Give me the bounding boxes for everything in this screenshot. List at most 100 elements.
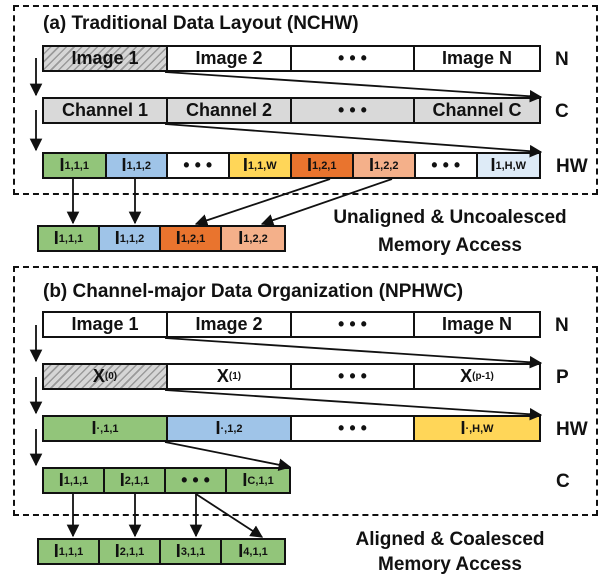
access-b-1-main: I — [53, 541, 59, 561]
panel-b-p-label: P — [556, 367, 569, 388]
panel-a-caption-line1: Unaligned & Uncoalesced — [333, 207, 567, 228]
b-channel-ellipsis-cell: • • • — [166, 469, 228, 492]
pixel-1-2-1-main: I — [307, 155, 313, 175]
image-n-cell: Image N — [415, 47, 539, 70]
image-ellipsis-cell: • • • — [292, 47, 416, 70]
partition-1-main: X — [216, 366, 229, 386]
pixel-1-1-w-main: I — [242, 155, 248, 175]
b-channel-c-sub: C,1,1 — [247, 474, 274, 487]
access-b-3-sub: 3,1,1 — [180, 545, 206, 558]
channel-c-cell: Channel C — [415, 99, 539, 122]
access-a-1-sub: 1,1,1 — [58, 232, 84, 245]
channel-1-label: Channel 1 — [61, 100, 149, 120]
access-a-3-main: I — [175, 228, 181, 248]
hw-ellipsis-2-main: • • • — [431, 155, 461, 175]
channel-2-cell: Channel 2 — [168, 99, 292, 122]
b-channel-2-main: I — [119, 470, 125, 490]
b-channel-1-main: I — [58, 470, 64, 490]
partition-0-main: X — [92, 366, 105, 386]
access-b-4-main: I — [238, 541, 244, 561]
pixel-1-h-w-sub: 1,H,W — [495, 159, 527, 172]
access-a-3-sub: 1,2,1 — [180, 232, 206, 245]
panel-b-caption-line2: Memory Access — [378, 554, 522, 575]
hw-ellipsis-2-cell: • • • — [416, 154, 478, 177]
partition-0-sup: (0) — [104, 371, 118, 382]
channel-2-label: Channel 2 — [185, 100, 273, 120]
channel-1-cell: Channel 1 — [44, 99, 168, 122]
pixel-1-1-w-sub: 1,1,W — [247, 159, 277, 172]
b-pixel-1-2-sub: ·,1,2 — [220, 422, 243, 435]
b-pixel-h-w-cell: I·,H,W — [415, 417, 539, 440]
panel-b-c-label: C — [556, 471, 570, 492]
access-a-2-main: I — [114, 228, 120, 248]
b-pixel-1-2-cell: I·,1,2 — [168, 417, 292, 440]
panel-b-frame — [13, 266, 598, 516]
partition-p-1-main: X — [460, 366, 473, 386]
panel-a-n-label: N — [555, 49, 569, 70]
image-1-cell: Image 1 — [44, 47, 168, 70]
b-hw-ellipsis-main: • • • — [338, 418, 367, 438]
partition-p-1-sup: (p-1) — [472, 371, 494, 382]
access-b-3-main: I — [175, 541, 181, 561]
panel-a-hw-label: HW — [556, 156, 588, 177]
image-1-label: Image 1 — [71, 48, 139, 68]
panel-b-hw-row: I·,1,1 I·,1,2 • • • I·,H,W — [42, 415, 541, 442]
access-a-4-sub: 1,2,2 — [243, 232, 268, 245]
image-2-label: Image 2 — [195, 48, 263, 68]
b-image-n-label: Image N — [441, 314, 513, 334]
hw-ellipsis-1-main: • • • — [183, 155, 213, 175]
access-a-4-main: I — [238, 228, 244, 248]
pixel-1-1-2-sub: 1,1,2 — [126, 159, 151, 172]
panel-b-hw-label: HW — [556, 419, 588, 440]
partition-0-cell: X(0) — [44, 365, 168, 388]
access-a-2-sub: 1,1,2 — [119, 232, 145, 245]
partition-ellipsis-cell: • • • — [292, 365, 416, 388]
b-image-1-label: Image 1 — [71, 314, 139, 334]
image-ellipsis-label: • • • — [338, 48, 367, 68]
b-channel-c-main: I — [242, 470, 248, 490]
b-pixel-1-1-main: I — [91, 418, 97, 438]
pixel-1-1-1-sub: 1,1,1 — [64, 159, 89, 172]
panel-a-caption-line2: Memory Access — [378, 235, 522, 256]
b-image-ellipsis-cell: • • • — [292, 313, 416, 336]
b-image-n-cell: Image N — [415, 313, 539, 336]
b-pixel-1-1-sub: ·,1,1 — [96, 422, 119, 435]
pixel-1-2-2-sub: 1,2,2 — [374, 159, 399, 172]
image-n-label: Image N — [441, 48, 513, 68]
pixel-1-2-1-sub: 1,2,1 — [312, 159, 337, 172]
access-b-2-sub: 2,1,1 — [119, 545, 145, 558]
pixel-1-h-w-main: I — [490, 155, 496, 175]
b-image-1-cell: Image 1 — [44, 313, 168, 336]
panel-b-title: (b) Channel-major Data Organization (NPH… — [43, 281, 464, 302]
b-pixel-h-w-main: I — [460, 418, 466, 438]
pixel-1-2-2-main: I — [369, 155, 375, 175]
panel-a-channel-row: Channel 1 Channel 2 • • • Channel C — [42, 97, 541, 124]
access-a-1-main: I — [53, 228, 59, 248]
image-2-cell: Image 2 — [168, 47, 292, 70]
pixel-1-1-2-main: I — [121, 155, 127, 175]
b-image-2-cell: Image 2 — [168, 313, 292, 336]
hw-ellipsis-1-cell: • • • — [168, 154, 230, 177]
b-channel-1-sub: 1,1,1 — [63, 474, 89, 487]
